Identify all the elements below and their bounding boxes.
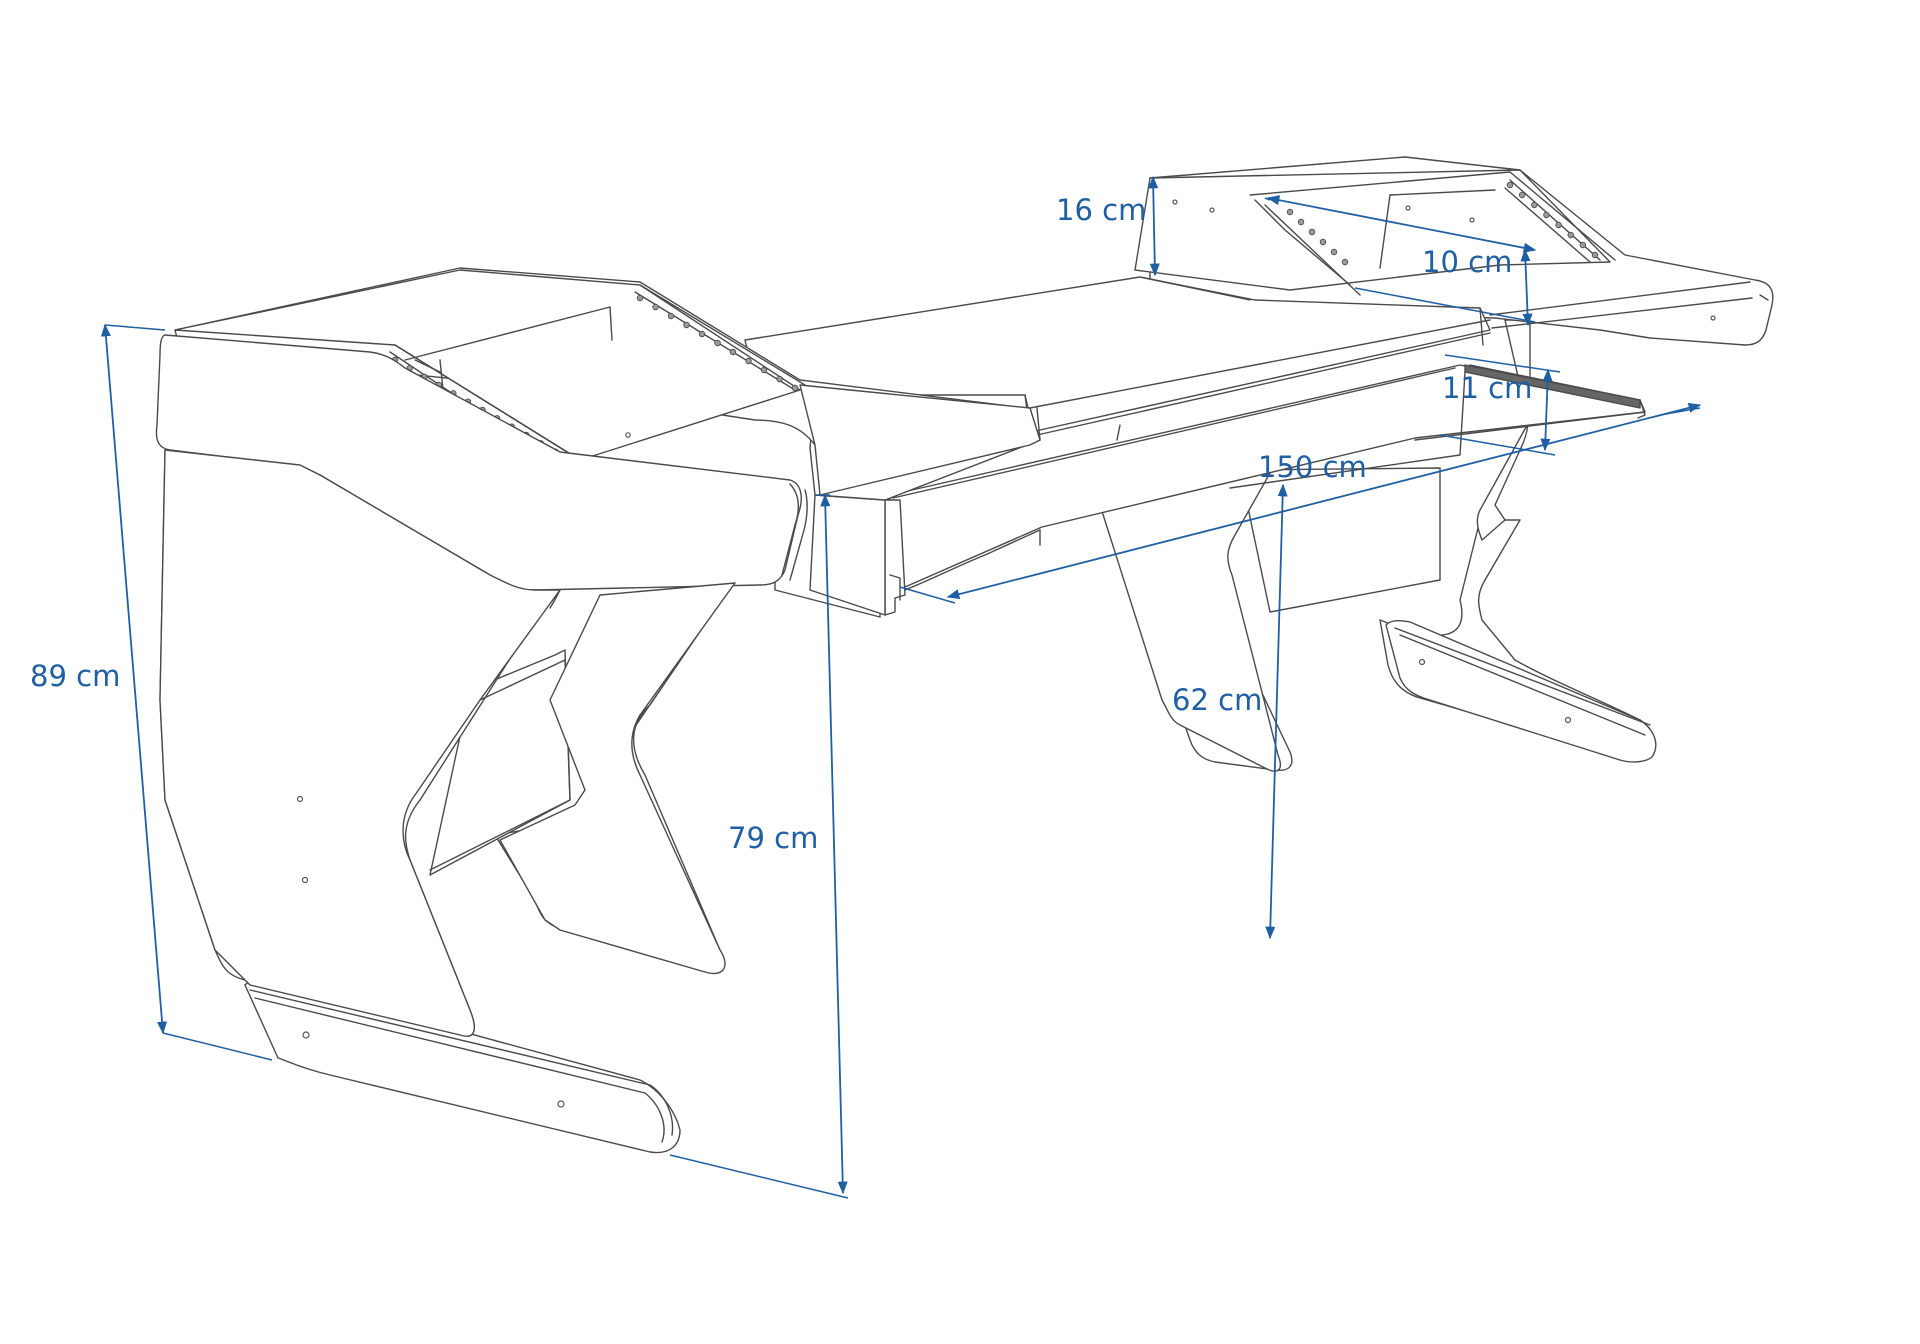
- extension-line: [162, 1032, 273, 1061]
- rack-screw: [636, 294, 644, 302]
- rack-screw: [1319, 238, 1327, 246]
- rack-screw: [1531, 201, 1538, 209]
- dimension-knee-height: 62 cm: [1172, 483, 1288, 940]
- left-front-leg: [499, 582, 736, 975]
- dimension-desk-height: 79 cm: [669, 493, 849, 1199]
- extension-line: [899, 586, 956, 604]
- rack-screw: [714, 339, 721, 347]
- rack-screw: [683, 321, 690, 329]
- rack-screw: [1341, 258, 1349, 266]
- dimension-total-height: 89 cm: [30, 323, 273, 1061]
- dimension-lines: 89 cm 79 cm 16 cm 10 cm 11 cm 150 cm 62 cm: [30, 175, 1702, 1199]
- dimension-arrow: [946, 402, 1702, 600]
- dimension-label-desk-height: 79 cm: [728, 821, 818, 855]
- dimension-label-rack-height: 16 cm: [1056, 193, 1146, 227]
- middle-leg-panel: [1239, 467, 1441, 613]
- rack-screw: [1297, 218, 1305, 226]
- rack-screw: [1555, 221, 1562, 229]
- dimension-arrow: [820, 493, 848, 1195]
- rack-screw: [667, 312, 675, 320]
- desk-drawing: [155, 156, 1774, 1154]
- rack-screw: [1286, 208, 1294, 216]
- rack-screw: [652, 303, 659, 311]
- dimension-arrow: [1148, 175, 1160, 277]
- rack-screw: [698, 330, 706, 338]
- right-foot: [1385, 620, 1657, 763]
- dimension-label-total-height: 89 cm: [30, 659, 120, 693]
- rack-screw: [1579, 241, 1587, 249]
- rack-screw: [729, 348, 737, 356]
- extension-line: [104, 324, 166, 331]
- rack-screw: [745, 357, 752, 365]
- rack-screw: [1567, 231, 1574, 239]
- dimension-rack-height: 16 cm: [1056, 175, 1160, 277]
- dimension-shelf-width: 150 cm: [899, 402, 1702, 604]
- rack-screw: [1308, 228, 1316, 236]
- rack-screw: [791, 384, 799, 392]
- dimension-arrow: [1265, 483, 1288, 940]
- rack-screw: [760, 366, 768, 374]
- dimension-rack-depth: 10 cm: [1264, 195, 1537, 327]
- rack-screw: [1506, 181, 1514, 189]
- left-leg-side: [159, 449, 561, 1037]
- dimension-label-shelf-width: 150 cm: [1258, 450, 1367, 484]
- dimension-label-knee-height: 62 cm: [1172, 683, 1262, 717]
- dimension-arrow: [1266, 195, 1537, 253]
- center-apron: [809, 494, 886, 616]
- rack-screw: [776, 375, 783, 383]
- rack-screw: [1591, 251, 1599, 259]
- dimension-label-shelf-height: 11 cm: [1442, 371, 1532, 405]
- rack-screw: [1543, 211, 1550, 219]
- dimension-arrow: [1520, 248, 1533, 327]
- extension-line: [1439, 434, 1556, 456]
- dimension-arrow: [100, 323, 168, 1035]
- rack-screw: [1518, 191, 1526, 199]
- extension-line: [669, 1154, 849, 1199]
- dimension-label-rack-depth: 10 cm: [1422, 245, 1512, 279]
- rack-screw: [1330, 248, 1338, 256]
- extension-line: [1354, 287, 1536, 323]
